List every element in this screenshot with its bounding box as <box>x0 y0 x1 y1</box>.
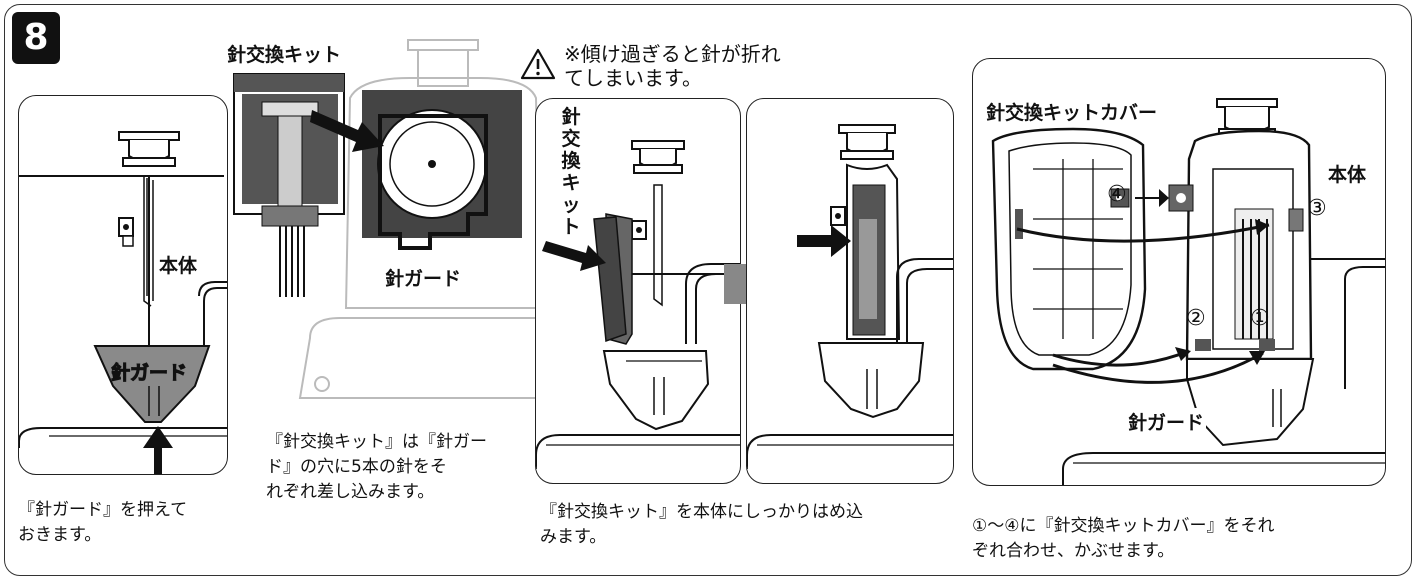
installed-kit-illustration <box>747 124 953 469</box>
body-label-2: 本体 <box>1328 164 1367 186</box>
instruction-frame <box>4 4 1412 576</box>
panel34-caption: 『針交換キット』を本体にしっかりはめ込 みます。 <box>540 502 863 547</box>
guard-label-3: 針ガード <box>1126 408 1207 435</box>
step-number-badge: 8 <box>12 12 60 64</box>
marker-4: ④ <box>1107 182 1127 207</box>
marker-1: ① <box>1250 306 1270 331</box>
marker-3: ③ <box>1307 196 1327 221</box>
tilted-kit-illustration <box>536 140 740 469</box>
warning-icon <box>520 48 556 80</box>
guard-label: 針ガード <box>110 362 188 385</box>
marker-2: ② <box>1186 306 1206 331</box>
needle-kit-illustration <box>233 73 345 297</box>
body-label: 本体 <box>159 255 198 277</box>
machine-front-illustration <box>298 39 561 399</box>
warning-text: ※傾け過ぎると針が折れ てしまいます。 <box>564 42 781 90</box>
panel1-caption: 『針ガード』を押えて おきます。 <box>18 500 188 545</box>
machine-illustration <box>19 131 227 474</box>
cover-attach-illustration <box>991 98 1385 485</box>
panel-kit-installed <box>746 98 954 484</box>
cover-label: 針交換キットカバー <box>986 102 1158 124</box>
guard-label-2: 針ガード <box>383 264 464 291</box>
panel5-caption: ①～④に『針交換キットカバー』をそれ ぞれ合わせ、かぶせます。 <box>972 516 1275 561</box>
panel2-caption: 『針交換キット』は『針ガー ド』の穴に5本の針をそ れぞれ差し込みます。 <box>266 432 487 502</box>
needle-kit-label: 針交換キット <box>227 44 342 66</box>
panel-press-guard: 本体 針ガード <box>18 95 228 475</box>
kit-vertical-label: 針 交 換 キ ッ ト <box>560 106 582 238</box>
